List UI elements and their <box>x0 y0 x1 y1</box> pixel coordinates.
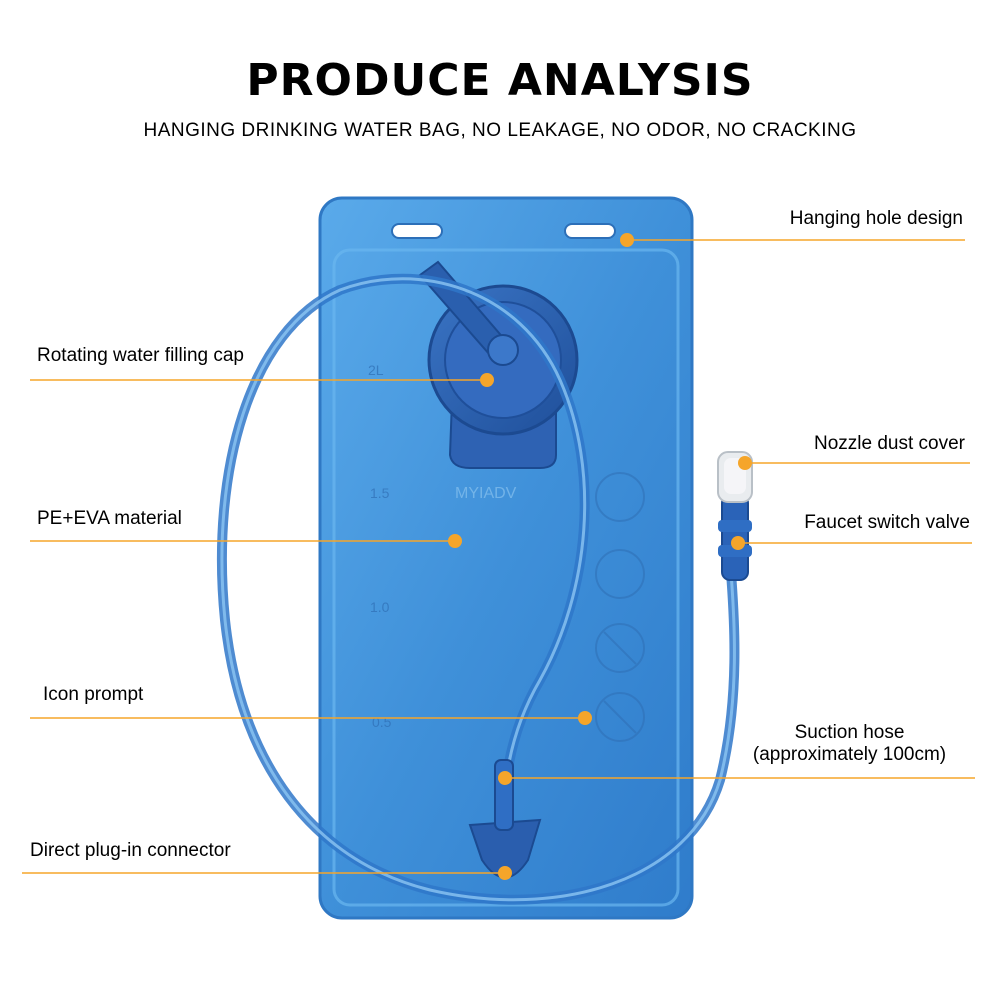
scale-mark: 1.0 <box>370 599 390 615</box>
marker-material <box>448 534 462 548</box>
label-suction-hose: Suction hose (approximately 100cm) <box>727 722 972 766</box>
label-suction-hose-line1: Suction hose <box>794 722 905 743</box>
page-title: PRODUCE ANALYSIS <box>246 55 754 106</box>
marker-plug-connector <box>498 866 512 880</box>
marker-suction-hose <box>498 771 512 785</box>
label-nozzle-cover: Nozzle dust cover <box>813 433 965 454</box>
page-subtitle: HANGING DRINKING WATER BAG, NO LEAKAGE, … <box>143 120 857 141</box>
watermark: MYIADV <box>455 485 517 502</box>
label-faucet-valve: Faucet switch valve <box>804 512 970 533</box>
water-bladder: MYIADV 2L 1.5 1.0 0.5 <box>318 196 694 920</box>
hanging-hole-right <box>564 223 616 239</box>
leader-lines <box>22 239 975 874</box>
label-plug-connector: Direct plug-in connector <box>30 840 231 861</box>
hanging-hole-left <box>391 223 443 239</box>
drinking-tube <box>216 273 740 905</box>
scale-mark: 2L <box>368 362 384 378</box>
label-material: PE+EVA material <box>37 508 182 529</box>
label-filling-cap: Rotating water filling cap <box>37 345 244 366</box>
marker-filling-cap <box>480 373 494 387</box>
marker-icon-prompt <box>578 711 592 725</box>
marker-faucet-valve <box>731 536 745 550</box>
scale-mark: 1.5 <box>370 485 390 501</box>
label-icon-prompt: Icon prompt <box>43 684 144 705</box>
marker-nozzle-cover <box>738 456 752 470</box>
label-hanging-hole: Hanging hole design <box>789 208 963 229</box>
scale-mark: 0.5 <box>372 714 392 730</box>
label-suction-hose-line2: (approximately 100cm) <box>752 744 947 765</box>
icon-prompts <box>595 472 645 742</box>
marker-hanging-hole <box>620 233 634 247</box>
callout-markers <box>448 233 752 880</box>
